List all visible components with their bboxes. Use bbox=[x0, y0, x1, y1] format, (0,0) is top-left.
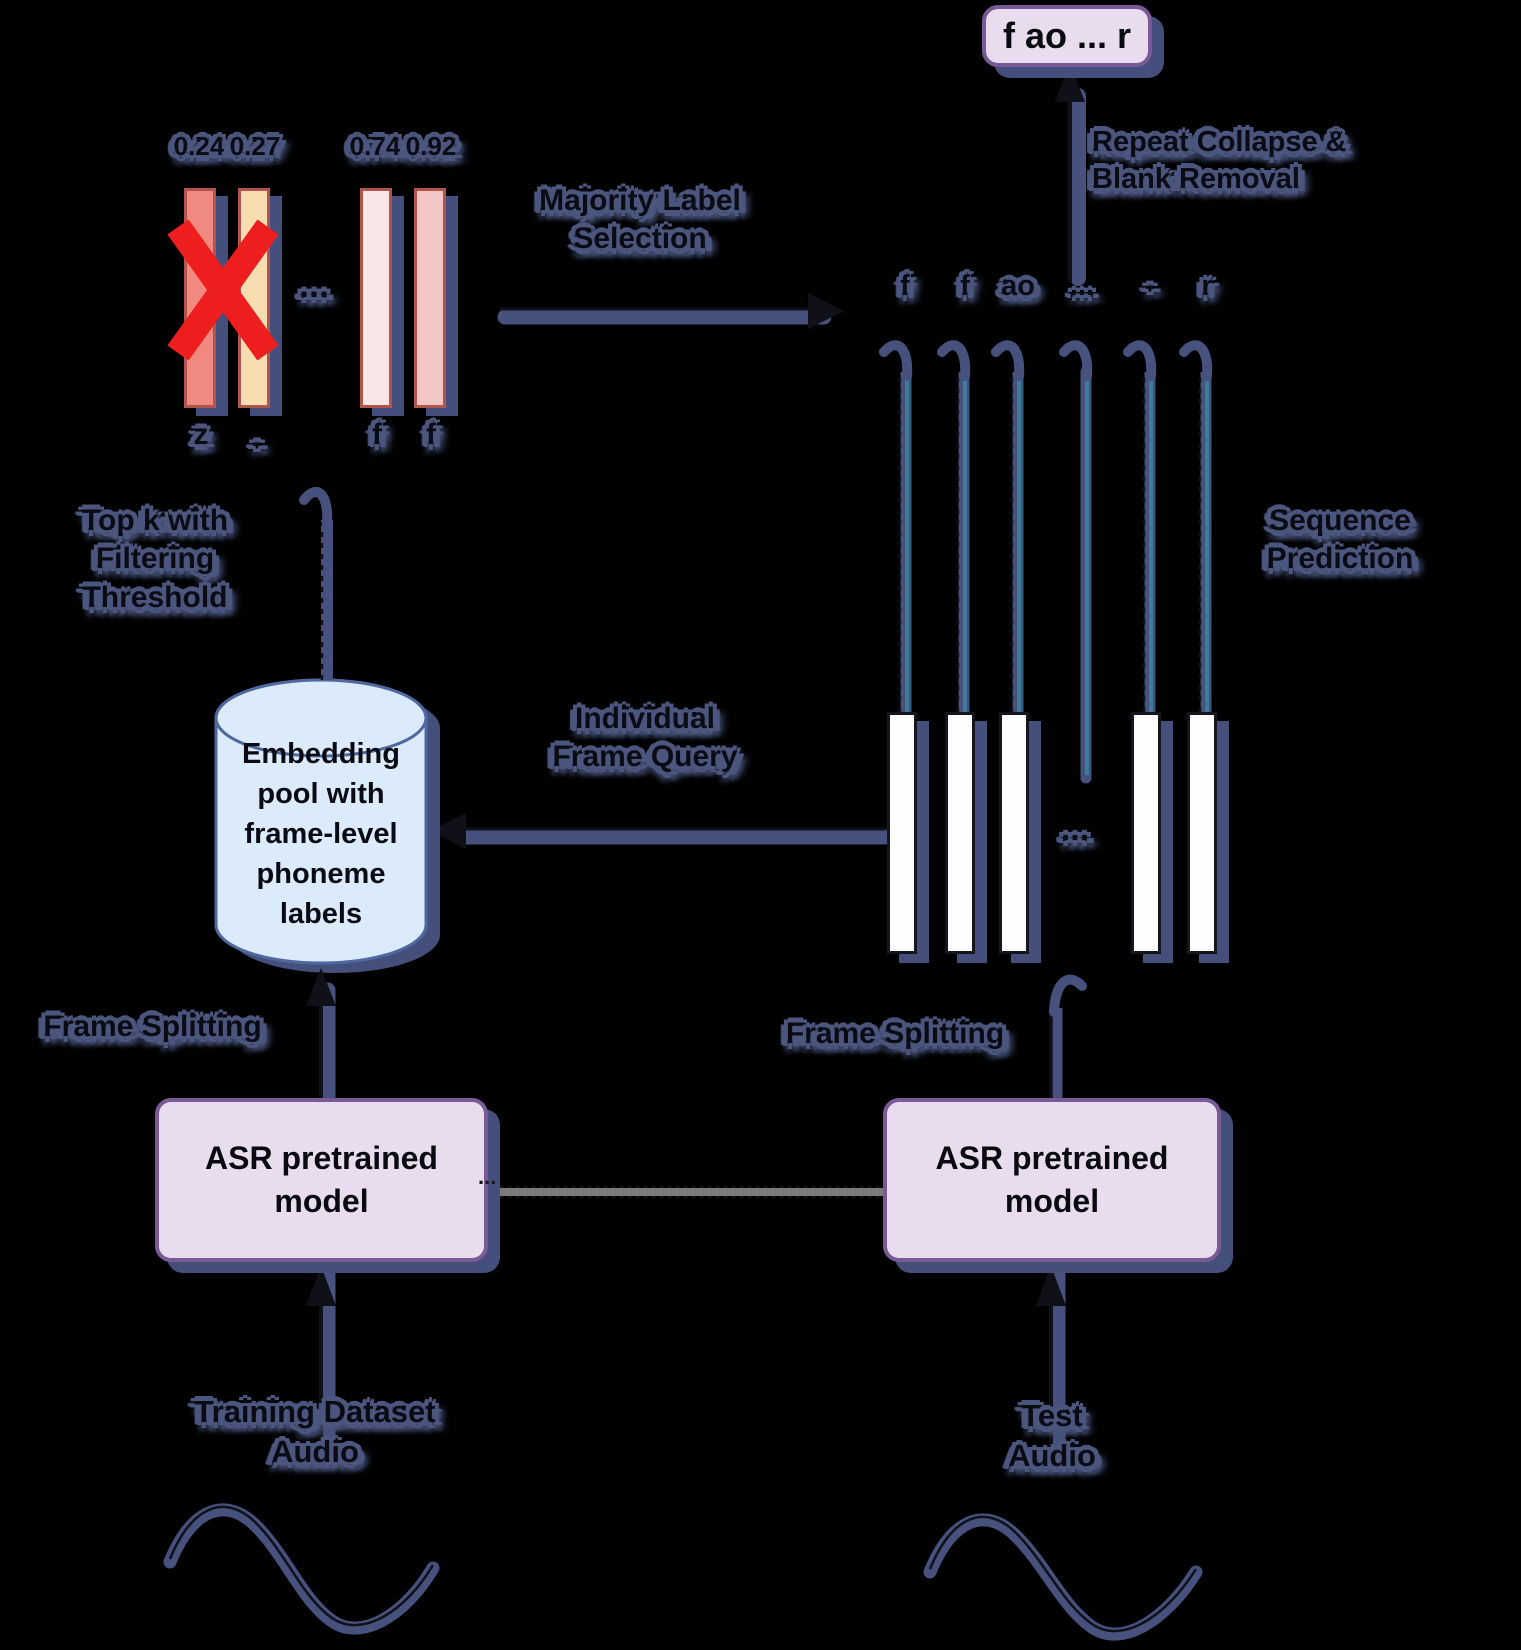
retrieval-score-3: 0.92 bbox=[405, 131, 457, 161]
arrow-asr-right-to-frames bbox=[1049, 974, 1087, 1100]
individual-frame-query-label: Individual Frame Query bbox=[552, 702, 738, 774]
test-audio-waveform bbox=[923, 1513, 1203, 1641]
seq-arrow-ellipsis bbox=[1059, 340, 1093, 784]
seq-phoneme-5: r bbox=[1201, 270, 1213, 302]
seq-arrow bbox=[991, 340, 1025, 712]
frame-bar-0 bbox=[887, 712, 917, 954]
majority-label-selection-label: Majority Label Selection bbox=[539, 184, 741, 256]
asr-model-right-box: ASR pretrained model bbox=[883, 1098, 1221, 1262]
seq-phoneme-3: ... bbox=[1069, 270, 1095, 302]
embedding-pool-label: Embedding pool with frame-level phoneme … bbox=[242, 738, 400, 931]
retrieval-phoneme-3: f bbox=[426, 418, 436, 451]
retrieval-score-2: 0.74 bbox=[349, 131, 401, 161]
retrieval-score-0: 0.24 bbox=[173, 131, 225, 161]
frames-ellipsis: ... bbox=[1060, 810, 1090, 848]
embedding-pool-cylinder bbox=[214, 678, 440, 973]
frame-bar-1 bbox=[945, 712, 975, 954]
shared-link-ellipsis: ... bbox=[478, 1164, 497, 1189]
asr-model-right-label: ASR pretrained model bbox=[935, 1139, 1169, 1219]
retrieval-phoneme-0: z bbox=[193, 418, 209, 451]
training-audio-waveform bbox=[163, 1503, 440, 1635]
arrow-training-audio bbox=[306, 1262, 336, 1456]
arrow-to-output bbox=[1055, 64, 1086, 286]
arrow-test-audio bbox=[1036, 1262, 1066, 1456]
top-k-filtering-label: Top k with Filtering Threshold bbox=[81, 504, 229, 614]
test-audio-label: Test Audio bbox=[1008, 1398, 1096, 1473]
retrieval-score-1: 0.27 bbox=[229, 131, 281, 161]
frame-bar-3 bbox=[1131, 712, 1161, 954]
frame-bar-4 bbox=[1187, 712, 1217, 954]
seq-phoneme-2: ao bbox=[1001, 270, 1035, 302]
output-sequence-box: f ao ... r bbox=[982, 5, 1152, 67]
retrieval-bar-2 bbox=[360, 188, 392, 408]
sequence-prediction-arrows bbox=[879, 340, 1213, 784]
retrieval-ellipsis: ... bbox=[298, 264, 329, 305]
frame-splitting-right-label: Frame Splitting bbox=[785, 1017, 1005, 1050]
reject-x-icon bbox=[167, 219, 279, 361]
seq-arrow bbox=[937, 340, 971, 712]
retrieval-phoneme-2: f bbox=[372, 418, 382, 451]
seq-phoneme-0: f bbox=[900, 270, 910, 302]
arrow-frame-query bbox=[430, 813, 894, 849]
training-audio-label: Training Dataset Audio bbox=[194, 1394, 436, 1469]
retrieval-bar-3 bbox=[414, 188, 446, 408]
retrieval-phoneme-1: - bbox=[252, 426, 262, 459]
arrow-asr-left-to-pool bbox=[306, 968, 336, 1108]
arrow-majority-selection bbox=[497, 293, 844, 329]
seq-phoneme-4: - bbox=[1145, 270, 1155, 302]
asr-model-left-label: ASR pretrained model bbox=[205, 1139, 438, 1219]
output-sequence-label: f ao ... r bbox=[1002, 15, 1132, 56]
seq-arrow bbox=[1123, 340, 1157, 712]
repeat-collapse-label: Repeat Collapse & Blank Removal bbox=[1092, 126, 1347, 196]
seq-arrow bbox=[1179, 340, 1213, 712]
frame-bar-2 bbox=[999, 712, 1029, 954]
seq-phoneme-1: f bbox=[960, 270, 970, 302]
shared-weights-link bbox=[484, 1186, 884, 1198]
arrow-top-k bbox=[299, 487, 333, 680]
frame-splitting-left-label: Frame Splitting bbox=[43, 1010, 262, 1043]
sequence-prediction-label: Sequence Prediction bbox=[1266, 504, 1414, 576]
seq-arrow bbox=[879, 340, 913, 712]
asr-model-left-box: ASR pretrained model bbox=[155, 1098, 488, 1262]
